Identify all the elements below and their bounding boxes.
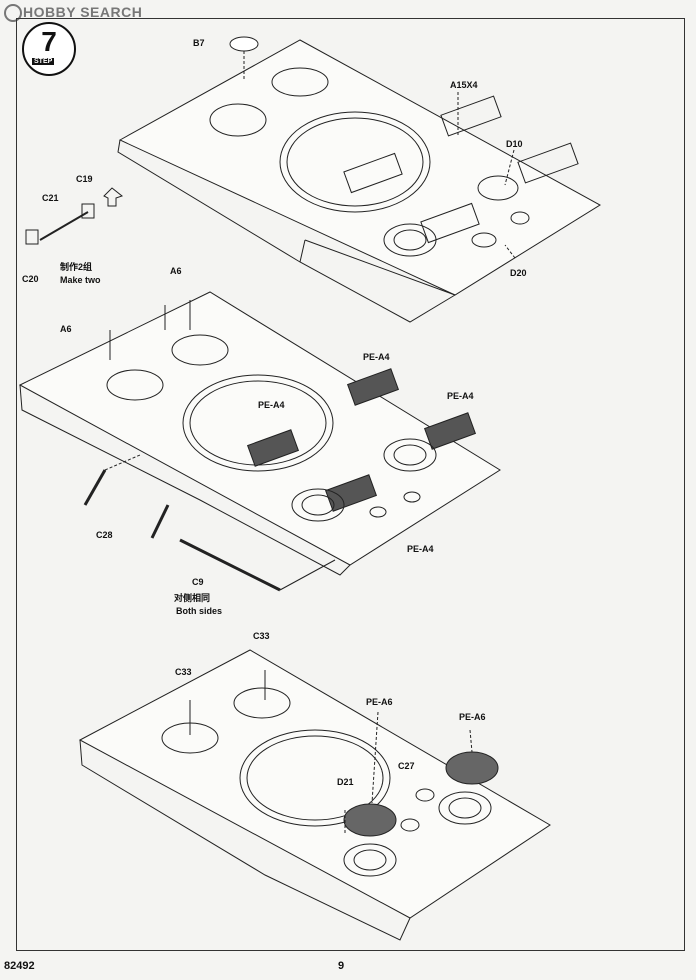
mesh-screens-pe-a6 xyxy=(343,751,499,837)
callout-c20: C20 xyxy=(22,274,39,284)
callout-c19: C19 xyxy=(76,174,93,184)
callout-pe-a4-3: PE-A4 xyxy=(447,391,474,401)
mesh-screens-pe-a4 xyxy=(246,368,477,512)
callout-b7: B7 xyxy=(193,38,205,48)
hull-deck-assembly-3 xyxy=(78,649,551,941)
callout-a6-left: A6 xyxy=(60,324,72,334)
callout-c27: C27 xyxy=(398,761,415,771)
callout-a15x4: A15X4 xyxy=(450,80,478,90)
callout-c33-top: C33 xyxy=(253,631,270,641)
hull-deck-assembly-2 xyxy=(18,291,501,592)
both-sides-en: Both sides xyxy=(176,606,223,616)
callout-c21: C21 xyxy=(42,193,59,203)
callout-a6-top: A6 xyxy=(170,266,182,276)
hobby-search-watermark: HOBBY SEARCH xyxy=(4,4,142,23)
hull-deck-assembly-1 xyxy=(25,36,601,323)
logo-icon xyxy=(4,4,22,23)
step-number: 7 xyxy=(41,26,57,57)
callout-c33-left: C33 xyxy=(175,667,192,677)
both-sides-cn: 对侧相同 xyxy=(174,593,211,603)
callout-pe-a4-4: PE-A4 xyxy=(407,544,434,554)
page-frame xyxy=(16,18,685,951)
step-label: STEP xyxy=(32,58,55,65)
step-badge: 7 STEP xyxy=(22,22,76,76)
callout-pe-a6-2: PE-A6 xyxy=(459,712,486,722)
make-two-en: Make two xyxy=(60,275,101,285)
callout-pe-a4-2: PE-A4 xyxy=(258,400,285,410)
make-two-cn: 制作2组 xyxy=(60,262,93,272)
callout-d10: D10 xyxy=(506,139,523,149)
callout-d21: D21 xyxy=(337,777,354,787)
grille-parts xyxy=(343,95,579,244)
callout-c9: C9 xyxy=(192,577,204,587)
product-code: 82492 xyxy=(4,960,35,972)
callout-c28: C28 xyxy=(96,530,113,540)
callout-d20: D20 xyxy=(510,268,527,278)
page-number: 9 xyxy=(338,960,345,972)
callout-pe-a6-1: PE-A6 xyxy=(366,697,393,707)
callout-pe-a4-1: PE-A4 xyxy=(363,352,390,362)
